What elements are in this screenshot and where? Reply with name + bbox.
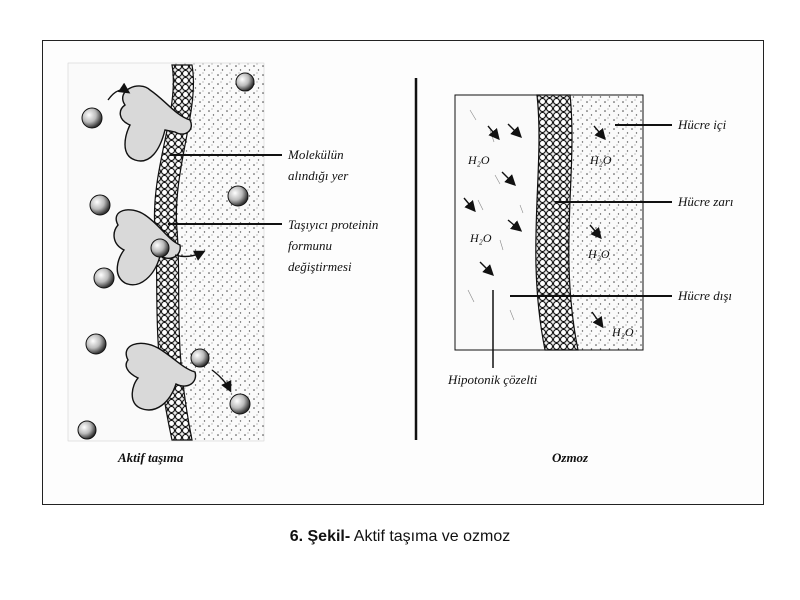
label-tasiyici-line2: formunu [288, 238, 333, 253]
molecule [150, 238, 170, 258]
water-label: H₂O [589, 153, 612, 167]
label-hucre-zari: Hücre zarı [677, 194, 734, 209]
water-arrow [591, 311, 604, 329]
figure-caption: 6. Şekil- Aktif taşıma ve ozmoz [0, 528, 800, 546]
label-hucre-disi: Hücre dışı [677, 288, 732, 303]
transport-arrow [211, 369, 232, 393]
osmosis-title: Ozmoz [552, 450, 589, 465]
transport-arrow [107, 82, 131, 101]
label-hucre-ici: Hücre içi [677, 117, 727, 132]
water-arrow [501, 171, 516, 186]
water-arrow [479, 261, 494, 276]
label-tasiyici-line1: Taşıyıcı proteinin [288, 217, 378, 232]
caption-text: Aktif taşıma ve ozmoz [353, 528, 511, 545]
water-label: H₂O [467, 153, 490, 167]
water-label: H₂O [469, 231, 492, 245]
caption-number: 6. Şekil- [289, 528, 351, 545]
molecule [229, 393, 251, 415]
label-molekul-line2: alındığı yer [288, 168, 349, 183]
water-arrow [487, 125, 500, 141]
transport-arrow [174, 250, 206, 261]
label-molekul-line1: Molekülün [287, 147, 344, 162]
water-label: H₂O [587, 247, 610, 261]
molecule [235, 72, 255, 92]
osmosis-panel: H₂O H₂O H₂O H₂O H₂O Hücre içi Hücre zarı… [447, 94, 734, 465]
label-hipotonik: Hipotonik çözelti [447, 372, 538, 387]
carrier-protein-1 [119, 85, 192, 162]
water-label: H₂O [611, 325, 634, 339]
molecule [85, 333, 107, 355]
osmosis-membrane [535, 94, 579, 351]
water-arrow [593, 125, 606, 141]
molecule [89, 194, 111, 216]
molecule [190, 348, 210, 368]
molecule [77, 420, 97, 440]
active-transport-panel: Molekülün alındığı yer Taşıyıcı proteini… [67, 62, 378, 465]
carrier-protein-3 [125, 342, 197, 411]
water-arrow [463, 197, 476, 213]
water-arrow [589, 224, 602, 240]
molecule [93, 267, 115, 289]
molecule [227, 185, 249, 207]
water-arrow [507, 219, 523, 232]
active-transport-title: Aktif taşıma [117, 450, 184, 465]
label-tasiyici-line3: değiştirmesi [288, 259, 352, 274]
water-arrow [507, 123, 522, 138]
molecule [81, 107, 103, 129]
